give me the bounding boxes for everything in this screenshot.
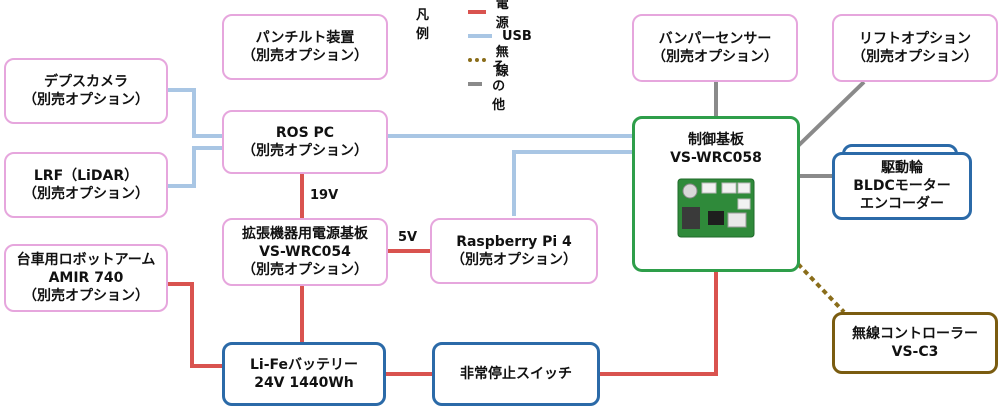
ros-pc-name: ROS PC bbox=[275, 125, 335, 141]
voltage-label-5v: 5V bbox=[398, 230, 418, 245]
voltage-label-19v: 19V bbox=[310, 188, 339, 203]
lift-option-name: リフトオプション bbox=[859, 31, 971, 47]
bumper-sensor-name: バンパーセンサー bbox=[658, 31, 772, 47]
wireless-line bbox=[796, 262, 846, 314]
depth-camera-name: デプスカメラ bbox=[44, 74, 128, 90]
bumper-sensor-note: （別売オプション） bbox=[652, 49, 778, 65]
lrf-name: LRF（LiDAR） bbox=[33, 168, 139, 184]
wireless-controller-name: 無線コントローラー bbox=[852, 326, 978, 342]
node-emergency-stop: 非常停止スイッチ bbox=[432, 342, 600, 406]
legend-item-power: 電源 bbox=[468, 0, 515, 31]
other-line-lift-controller bbox=[796, 80, 866, 148]
raspberry-pi-name: Raspberry Pi 4 bbox=[456, 234, 572, 250]
power-line-estop-controller bbox=[600, 272, 718, 376]
node-drive-wheel: 駆動輪 BLDCモーター エンコーダー bbox=[832, 152, 972, 220]
drive-wheel-encoder: エンコーダー bbox=[860, 196, 944, 212]
node-wireless-controller: 無線コントローラー VS-C3 bbox=[832, 312, 998, 374]
legend-wireless-swatch bbox=[468, 58, 486, 62]
legend-power-label: 電源 bbox=[495, 0, 509, 31]
power-line-arm-battery bbox=[168, 282, 222, 368]
robot-arm-note: （別売オプション） bbox=[23, 288, 149, 304]
controller-board-photo bbox=[677, 178, 755, 238]
node-lrf: LRF（LiDAR） （別売オプション） bbox=[4, 152, 168, 218]
drive-wheel-motor: BLDCモーター bbox=[853, 178, 951, 194]
node-ros-pc: ROS PC （別売オプション） bbox=[222, 110, 388, 174]
legend-item-other: その他 bbox=[468, 60, 515, 113]
robot-arm-model: AMIR 740 bbox=[48, 270, 124, 286]
controller-board-name: 制御基板 bbox=[688, 132, 744, 148]
wireless-controller-model: VS-C3 bbox=[891, 344, 939, 360]
controller-board-model: VS-WRC058 bbox=[670, 150, 762, 166]
node-expansion-board: 拡張機器用電源基板 VS-WRC054 （別売オプション） bbox=[222, 218, 388, 286]
emergency-stop-name: 非常停止スイッチ bbox=[460, 366, 572, 382]
expansion-board-note: （別売オプション） bbox=[242, 262, 368, 278]
robot-arm-name: 台車用ロボットアーム bbox=[16, 252, 156, 268]
legend-item-usb: USB bbox=[468, 26, 532, 46]
node-bumper-sensor: バンパーセンサー （別売オプション） bbox=[632, 14, 798, 82]
depth-camera-note: （別売オプション） bbox=[23, 92, 149, 108]
node-pantilt: パンチルト装置 （別売オプション） bbox=[222, 14, 388, 80]
legend-other-swatch bbox=[468, 82, 483, 86]
pantilt-note: （別売オプション） bbox=[242, 48, 368, 64]
node-lift-option: リフトオプション （別売オプション） bbox=[832, 14, 998, 82]
ros-pc-note: （別売オプション） bbox=[242, 143, 368, 159]
node-raspberry-pi: Raspberry Pi 4 （別売オプション） bbox=[430, 218, 598, 284]
usb-line-lrf-rospc bbox=[168, 146, 222, 188]
legend-wireless-label: 無線 bbox=[495, 45, 509, 79]
legend-usb-swatch bbox=[468, 34, 492, 38]
node-depth-camera: デプスカメラ （別売オプション） bbox=[4, 58, 168, 124]
legend-other-label: その他 bbox=[492, 59, 506, 113]
raspberry-pi-note: （別売オプション） bbox=[451, 252, 577, 268]
expansion-board-model: VS-WRC054 bbox=[259, 244, 351, 260]
usb-line-depth-rospc bbox=[168, 88, 222, 138]
lrf-note: （別売オプション） bbox=[23, 186, 149, 202]
expansion-board-name: 拡張機器用電源基板 bbox=[242, 226, 368, 242]
legend-title: 凡例 bbox=[416, 8, 430, 42]
node-battery: Li-Feバッテリー 24V 1440Wh bbox=[222, 342, 386, 406]
battery-spec: 24V 1440Wh bbox=[254, 375, 354, 391]
battery-name: Li-Feバッテリー bbox=[249, 357, 359, 373]
legend-usb-label: USB bbox=[502, 28, 532, 44]
legend-item-wireless: 無線 bbox=[468, 45, 515, 79]
lift-option-note: （別売オプション） bbox=[852, 49, 978, 65]
node-robot-arm: 台車用ロボットアーム AMIR 740 （別売オプション） bbox=[4, 244, 168, 312]
legend-power-swatch bbox=[468, 10, 486, 14]
node-controller-board: 制御基板 VS-WRC058 bbox=[632, 116, 800, 272]
pantilt-name: パンチルト装置 bbox=[255, 30, 355, 46]
drive-wheel-name: 駆動輪 bbox=[881, 160, 923, 176]
usb-line-raspi-controller bbox=[512, 150, 632, 216]
